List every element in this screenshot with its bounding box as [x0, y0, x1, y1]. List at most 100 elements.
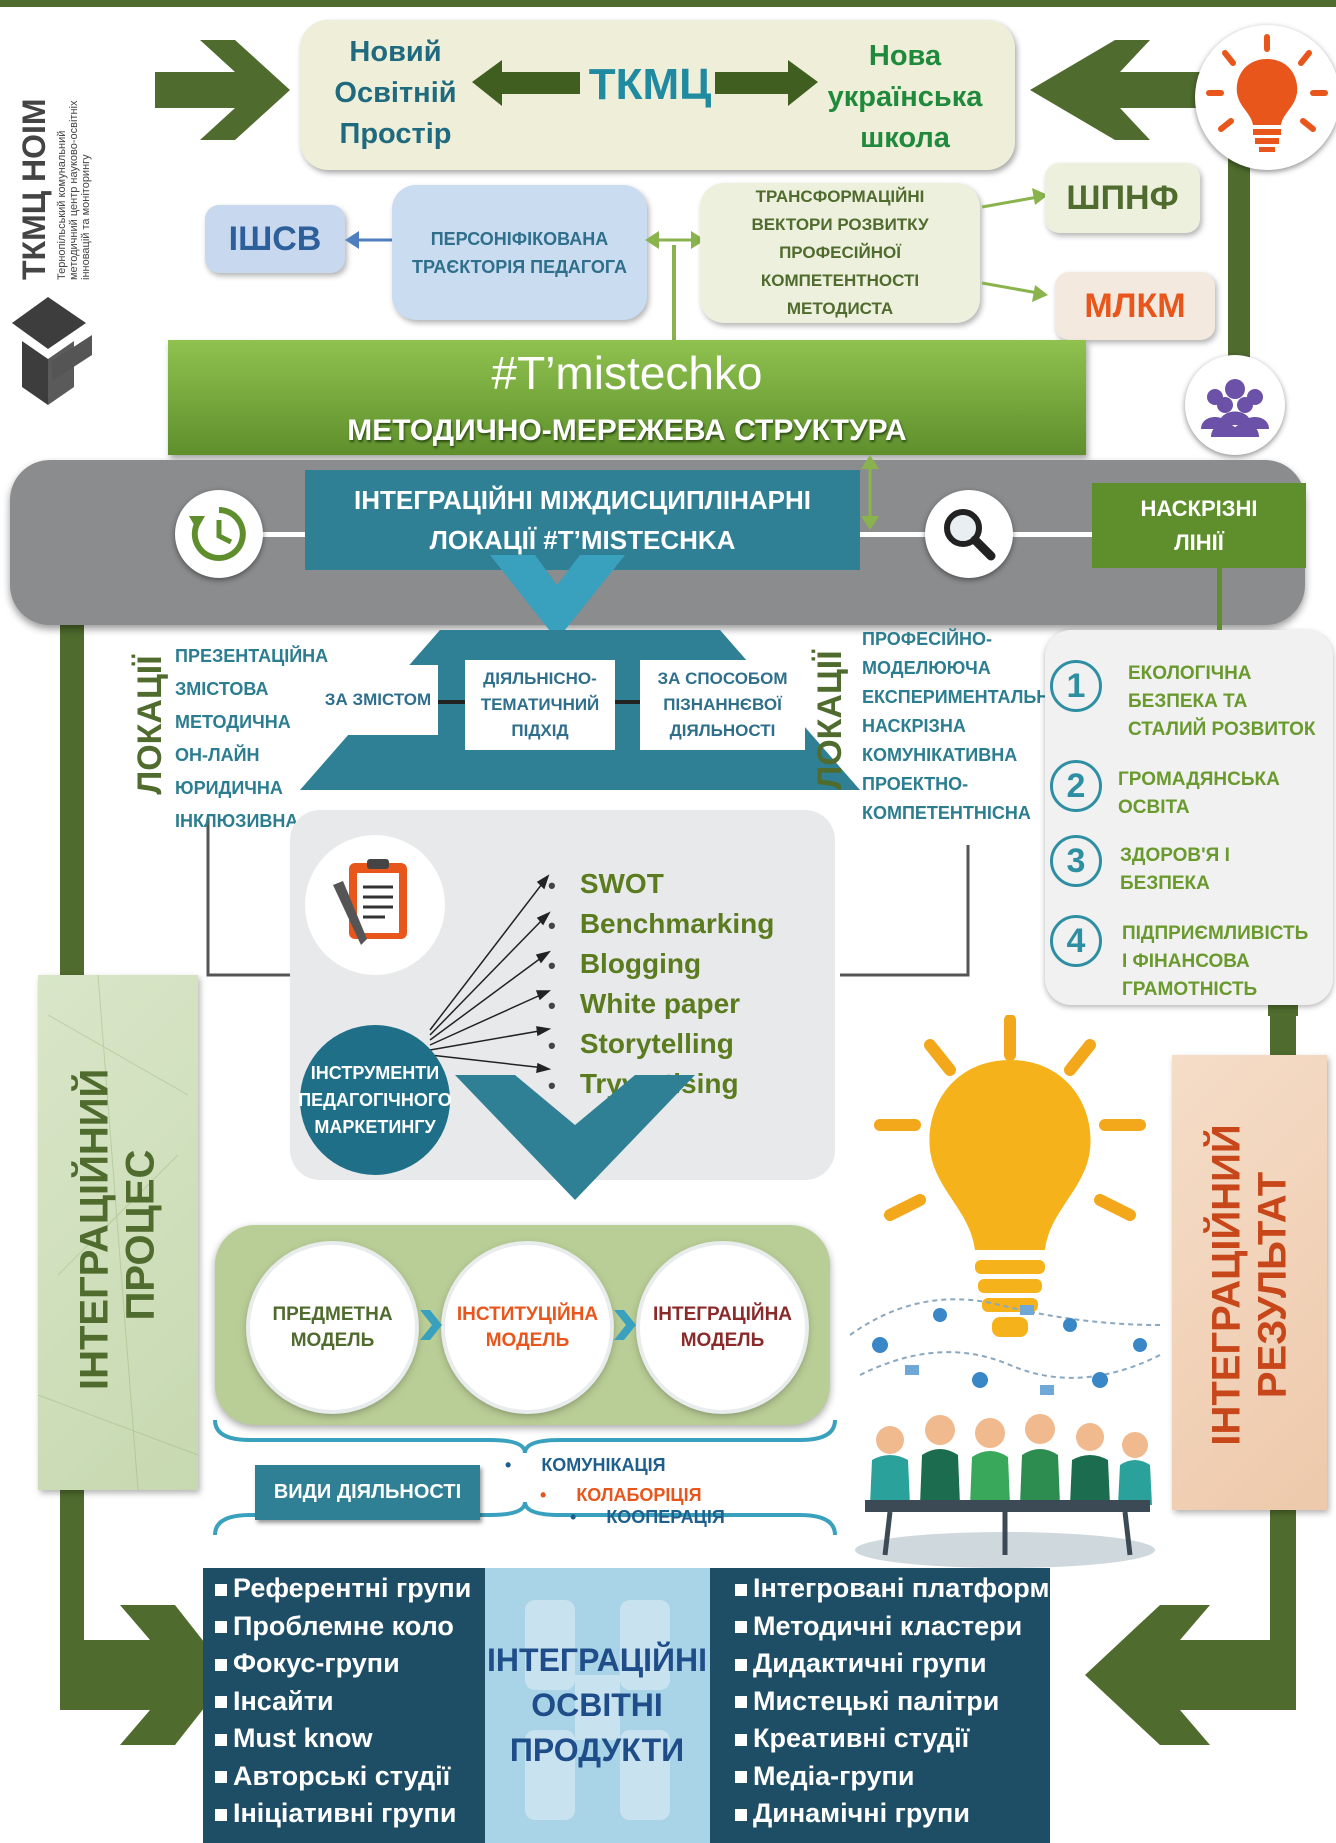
search-icon [925, 490, 1013, 578]
products-center-panel [485, 1568, 710, 1843]
vertical-double-arrow-icon [861, 455, 879, 530]
model-institutional: ІНСТИТУЦІЙНА МОДЕЛЬ [445, 1245, 610, 1410]
locations-left-list: ПРЕЗЕНТАЦІЙНА ЗМІСТОВА МЕТОДИЧНА ОН-ЛАЙН… [175, 640, 335, 838]
cross-text-4: ПІДПРИЄМЛИВІСТЬ І ФІНАНСОВА ГРАМОТНІСТЬ [1122, 923, 1309, 1000]
band-title-box: ІНТЕГРАЦІЙНІ МІЖДИСЦИПЛІНАРНІ ЛОКАЦІЇ #T… [305, 470, 860, 570]
network-bar [168, 340, 1086, 455]
products-title: ІНТЕГРАЦІЙНІ ОСВІТНІ ПРОДУКТИ [487, 1641, 707, 1768]
product-item: Дидактичні групи [735, 1645, 1045, 1683]
cross-num-2: 2 [1050, 760, 1102, 812]
model-subject-label: ПРЕДМЕТНА МОДЕЛЬ [272, 1303, 393, 1351]
network-icons [849, 1298, 1161, 1395]
product-item: Інтегровані платформи [735, 1570, 1066, 1608]
cross-lines-label: НАСКРІЗНІ ЛІНІЇ [1140, 495, 1258, 555]
location-item: ПРОФЕСІЙНО- [862, 629, 993, 649]
cross-num-3: 3 [1050, 835, 1102, 887]
location-item: НАСКРІЗНА [862, 716, 966, 736]
location-item: ПРЕЗЕНТАЦІЙНА [175, 646, 329, 666]
approach-cognitive-label: ЗА СПОСОБОМ ПІЗНАННЄВОЇ ДІЯЛЬНОСТІ [657, 669, 788, 740]
cross-text-2: ГРОМАДЯНСЬКА ОСВІТА [1118, 769, 1280, 818]
checklist-icon [305, 835, 445, 975]
product-item: Референтні групи [215, 1570, 485, 1608]
shpnf-box: ШПНФ [1045, 163, 1200, 233]
process-side-box [38, 975, 198, 1490]
product-item: Ініціативні групи [215, 1795, 485, 1833]
locations-right-list: ПРОФЕСІЙНО- МОДЕЛЮЮЧА ЕКСПЕРИМЕНТАЛЬНА Н… [862, 625, 1063, 828]
network-subtitle: МЕТОДИЧНО-МЕРЕЖЕВА СТРУКТУРА [347, 414, 907, 447]
ishsv-box: ІШСВ [205, 205, 345, 273]
cross-text-3: ЗДОРОВ'Я І БЕЗПЕКА [1120, 845, 1230, 894]
activity-collaboration: • КОЛАБОРІЦІЯ [540, 1485, 702, 1505]
location-item: МОДЕЛЮЮЧА [862, 658, 991, 678]
idea-icon [1195, 25, 1336, 170]
product-item: Креативні студії [735, 1720, 1045, 1758]
locations-label-left: ЛОКАЦІЇ [130, 655, 169, 795]
model-subject: ПРЕДМЕТНА МОДЕЛЬ [250, 1245, 415, 1410]
band-title: ІНТЕГРАЦІЙНІ МІЖДИСЦИПЛІНАРНІ ЛОКАЦІЇ #T… [353, 485, 812, 555]
product-item: Інсайти [215, 1683, 485, 1721]
lightbulb-icon [874, 1015, 1146, 1337]
people-icon [1185, 355, 1285, 455]
location-item: ПРОЕКТНО- [862, 774, 969, 794]
header-new-space: Новий Освітній Простір [334, 36, 457, 150]
vectors-box: ТРАНСФОРМАЦІЙНІ ВЕКТОРИ РОЗВИТКУ ПРОФЕСІ… [700, 183, 980, 323]
logo: ТКМЦ НОІМ Тернопільський комунальний мет… [6, 40, 96, 410]
location-item: КОМПЕТЕНТНІСНА [862, 803, 1031, 823]
tools-list: • SWOT • Benchmarking • Blogging • White… [548, 868, 775, 1099]
tools-chevron-icon [455, 1075, 695, 1200]
process-side-label: ІНТЕГРАЦІЙНИЙ ПРОЦЕС [72, 1068, 163, 1390]
header-nus: Нова українська школа [827, 40, 983, 154]
vectors-label: ТРАНСФОРМАЦІЙНІ ВЕКТОРИ РОЗВИТКУ ПРОФЕСІ… [751, 187, 929, 318]
location-item: ІНКЛЮЗИВНА [175, 811, 299, 831]
tool-item: Storytelling [579, 1028, 734, 1059]
cross-num-1: 1 [1050, 660, 1102, 712]
tools-label-circle: ІНСТРУМЕНТИ ПЕДАГОГІЧНОГО МАРКЕТИНГУ [298, 1025, 452, 1175]
model-integration: ІНТЕГРАЦІЙНА МОДЕЛЬ [640, 1245, 805, 1410]
network-hashtag: #T’mistechko [491, 346, 763, 399]
trajectory-box: ПЕРСОНІФІКОВАНА ТРАЄКТОРІЯ ПЕДАГОГА [392, 185, 647, 320]
approach-activity-label: ДІЯЛЬНІСНО-ТЕМАТИЧНИЙ ПІДХІД [480, 669, 600, 740]
connector-vertical [672, 245, 676, 340]
location-item: КОМУНІКАТИВНА [862, 745, 1018, 765]
refresh-clock-icon [175, 490, 263, 578]
brace-bottom [213, 1501, 837, 1536]
result-side-label: ІНТЕГРАЦІЙНИЙ РЕЗУЛЬТАТ [1204, 1124, 1295, 1446]
approach-content-label: ЗА ЗМІСТОМ [324, 690, 432, 709]
mlkm-label: МЛКМ [1084, 286, 1186, 325]
result-side-box [1172, 1055, 1327, 1510]
product-item: Мистецькі палітри [735, 1683, 1045, 1721]
shpnf-label: ШПНФ [1066, 178, 1179, 217]
header-arrows-icon [472, 60, 818, 106]
cross-lines-box: НАСКРІЗНІ ЛІНІЇ [1092, 483, 1306, 568]
tools-label: ІНСТРУМЕНТИ ПЕДАГОГІЧНОГО МАРКЕТИНГУ [298, 1062, 452, 1137]
location-item: ЗМІСТОВА [175, 679, 269, 699]
location-item: ЕКСПЕРИМЕНТАЛЬНА [862, 687, 1063, 707]
product-item: Проблемне коло [215, 1608, 485, 1646]
header-panel [300, 20, 1015, 170]
mlkm-box: МЛКМ [1055, 272, 1215, 340]
products-hands-icon [525, 1600, 670, 1820]
trajectory-label: ПЕРСОНІФІКОВАНА ТРАЄКТОРІЯ ПЕДАГОГА [412, 228, 627, 277]
double-arrow-icon [645, 231, 705, 249]
product-item: Авторські студії [215, 1758, 485, 1796]
tools-rays [429, 874, 552, 1073]
location-item: ЮРИДИЧНА [175, 778, 283, 798]
header-tkmc: ТКМЦ [588, 60, 712, 109]
top-rule [0, 0, 1336, 7]
dash-1 [438, 700, 465, 704]
tool-item: Blogging [579, 948, 702, 979]
activity-communication: • КОМУНІКАЦІЯ [505, 1455, 666, 1475]
logo-mark-icon [12, 297, 92, 405]
dash-2 [615, 700, 640, 704]
activities-box: ВИДИ ДІЯЛЬНОСТІ [255, 1465, 480, 1520]
model-integration-label: ІНТЕГРАЦІЙНА МОДЕЛЬ [652, 1303, 793, 1351]
approach-activity-box: ДІЯЛЬНІСНО-ТЕМАТИЧНИЙ ПІДХІД [465, 660, 615, 750]
arrows-to-right-icon [981, 188, 1048, 302]
activities-label: ВИДИ ДІЯЛЬНОСТІ [273, 1481, 462, 1503]
approach-cognitive-box: ЗА СПОСОБОМ ПІЗНАННЄВОЇ ДІЯЛЬНОСТІ [640, 660, 805, 750]
approach-content-box: ЗА ЗМІСТОМ [318, 665, 438, 735]
cross-text-1: ЕКОЛОГІЧНА БЕЗПЕКА ТА СТАЛИЙ РОЗВИТОК [1128, 663, 1316, 740]
team-meeting-icon [855, 1414, 1155, 1568]
product-item: Фокус-групи [215, 1645, 485, 1683]
chevron-right-icon [614, 1310, 636, 1340]
